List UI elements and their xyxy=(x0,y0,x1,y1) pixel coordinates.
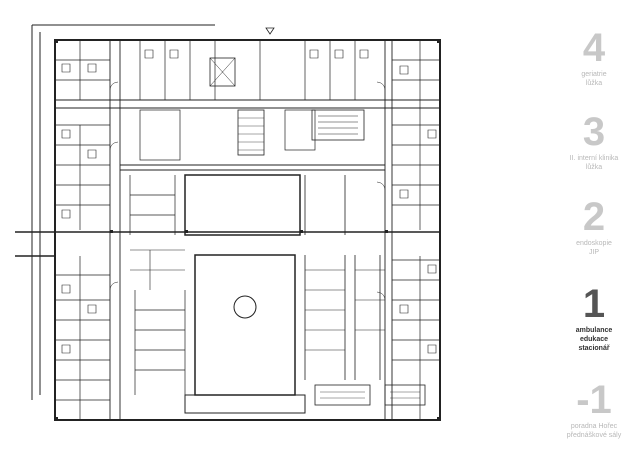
lower-courtyard xyxy=(194,254,296,396)
floor-4-link[interactable]: 4 geriatrie lůžka xyxy=(555,28,633,88)
floor-2-link[interactable]: 2 endoskopie JIP xyxy=(555,197,633,257)
floor-number: 2 xyxy=(582,195,606,239)
floor-label: edukace xyxy=(579,336,609,343)
floor-label: JIP xyxy=(588,249,600,256)
floor-label: II. interní klinika xyxy=(569,155,619,162)
left-outer-wing xyxy=(31,24,215,400)
floor-label: poradna Hořec xyxy=(570,423,618,430)
entrance-lines xyxy=(15,231,440,257)
floor-label: geriatrie xyxy=(581,71,607,78)
floor-label: endoskopie xyxy=(576,240,612,247)
floor-label: stacionář xyxy=(578,345,610,352)
north-marker xyxy=(265,27,275,35)
floor-number: -1 xyxy=(576,378,612,422)
floor-label: ambulance xyxy=(575,327,613,334)
floor-minus-1-link[interactable]: -1 poradna Hořec přednáškové sály xyxy=(555,380,633,440)
corridor-north xyxy=(55,99,440,109)
floor-1-link[interactable]: 1 ambulance edukace stacionář xyxy=(555,284,633,353)
stair-block xyxy=(237,109,265,156)
courtyard-tree xyxy=(233,295,257,319)
floor-label: lůžka xyxy=(585,80,603,87)
south-block xyxy=(184,394,306,414)
floor-number: 1 xyxy=(582,282,606,326)
floor-label: lůžka xyxy=(585,164,603,171)
floor-navigation: 4 geriatrie lůžka 3 II. interní klinika … xyxy=(555,0,633,460)
floor-number: 4 xyxy=(582,26,606,70)
floor-number: 3 xyxy=(582,110,606,154)
upper-courtyard xyxy=(184,174,301,236)
floor-label: přednáškové sály xyxy=(566,432,622,439)
corridor-mid xyxy=(120,164,385,171)
floor-3-link[interactable]: 3 II. interní klinika lůžka xyxy=(555,112,633,172)
floor-plan xyxy=(15,24,441,421)
